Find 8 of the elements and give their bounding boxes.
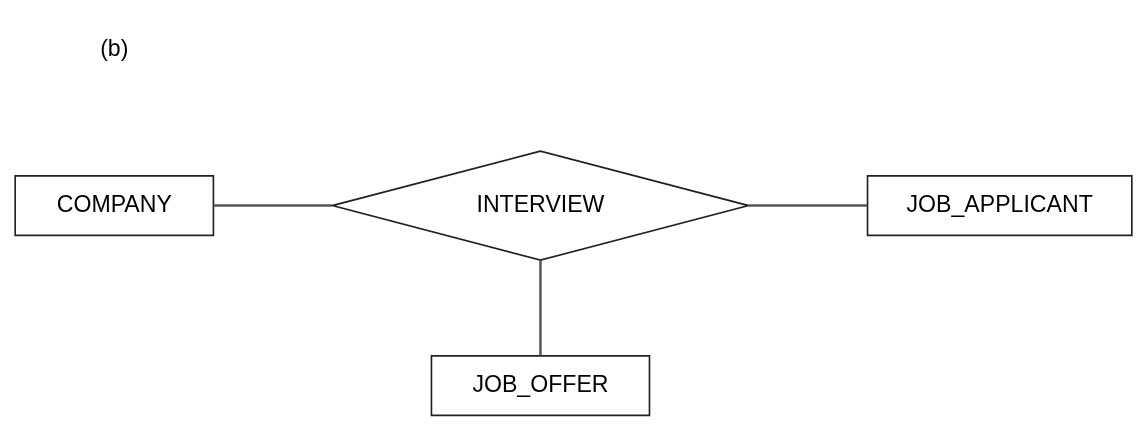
connector <box>539 260 542 355</box>
connector <box>213 203 332 207</box>
node-box: JOB_APPLICANT <box>866 174 1133 236</box>
node-box: JOB_OFFER <box>430 354 651 416</box>
connector <box>748 203 868 207</box>
node-diamond: INTERVIEW <box>329 149 752 261</box>
node-box: COMPANY <box>14 174 215 236</box>
label: (b) <box>100 34 129 61</box>
